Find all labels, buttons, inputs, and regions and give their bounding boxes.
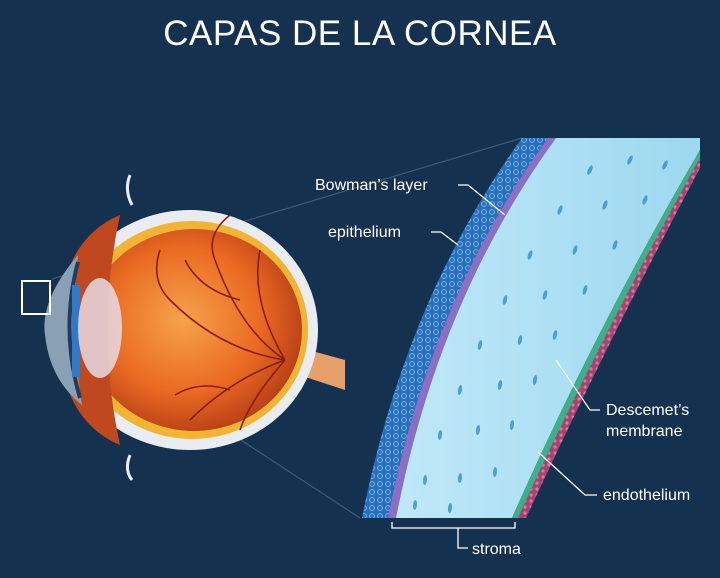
zoom-selection-box: [21, 280, 51, 315]
retina: [86, 229, 302, 431]
stroma-keratocytes: [412, 155, 668, 513]
stroma-layer: [396, 138, 700, 518]
label-descemet-line2: membrane: [606, 423, 683, 440]
label-epithelium-text: epithelium: [328, 224, 401, 241]
label-stroma-text: stroma: [472, 541, 521, 558]
page-title: CAPAS DE LA CORNEA: [163, 14, 557, 53]
cornea-cross-section: [362, 138, 700, 518]
label-epithelium: epithelium: [328, 224, 459, 246]
label-descemet-line1: Descemet’s: [606, 402, 689, 419]
label-stroma: stroma: [391, 522, 521, 558]
lens: [78, 278, 122, 378]
endothelium-layer: [518, 158, 700, 518]
eyeball-illustration: [44, 174, 345, 481]
descemet-membrane-layer: [512, 150, 700, 518]
label-bowman: Bowman’s layer: [315, 177, 506, 216]
stroma-bracket: [391, 522, 516, 529]
epithelium-layer: [362, 138, 548, 518]
blood-vessels: [155, 214, 286, 431]
iris: [72, 285, 80, 377]
label-bowman-text: Bowman’s layer: [315, 177, 428, 194]
label-descemet: Descemet’s membrane: [555, 359, 689, 440]
label-endothelium-text: endothelium: [603, 487, 690, 504]
label-endothelium: endothelium: [537, 451, 690, 504]
